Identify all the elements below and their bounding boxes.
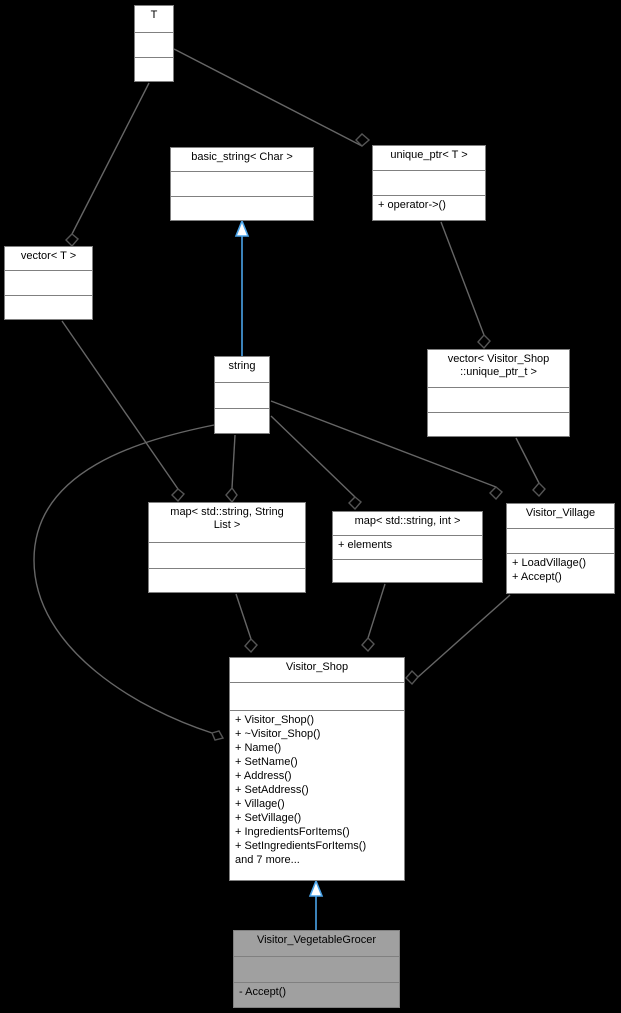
class-title: vector< T > [5,247,92,271]
uml-class-t[interactable]: T [134,5,174,82]
uml-class-visitor_vegetablegrocer[interactable]: Visitor_VegetableGrocer - Accept() [233,930,400,1008]
class-attribute: + elements [338,539,393,551]
uml-class-string[interactable]: string [214,356,270,434]
edge-string-to-visitor-shop [33,424,225,741]
class-title: T [135,6,173,33]
class-attributes [428,388,569,413]
class-attributes [149,543,305,569]
edge-t-to-vector-t [65,82,150,248]
class-title: map< std::string, String List > [149,503,305,543]
class-title: string [215,357,269,383]
class-operations: - Accept() [234,983,399,1007]
edge-unique-ptr-to-vector-visitor-shop [440,221,491,350]
class-operations [428,413,569,436]
class-operation: + IngredientsForItems() [235,826,350,838]
edge-visitor-village-to-visitor-shop [405,594,511,686]
class-operation: and 7 more... [235,854,300,866]
edge-vector-visitor-shop-to-visitor-village [515,437,546,498]
class-attributes [171,172,313,197]
class-attributes [234,957,399,983]
class-operation: + ~Visitor_Shop() [235,728,321,740]
uml-class-basic_string[interactable]: basic_string< Char > [170,147,314,221]
class-attributes [5,271,92,296]
class-title: map< std::string, int > [333,512,482,536]
class-operation: + Name() [235,742,282,754]
class-attributes [230,683,404,711]
class-operation: + SetIngredientsForItems() [235,840,367,852]
class-title: Visitor_Shop [230,658,404,683]
class-operation: + SetAddress() [235,784,309,796]
class-title: basic_string< Char > [171,148,313,172]
class-operations [149,569,305,592]
class-title: Visitor_Village [507,504,614,529]
class-operations [135,58,173,81]
edge-string-to-visitor-village [270,400,503,501]
class-title: vector< Visitor_Shop ::unique_ptr_t > [428,350,569,388]
uml-class-unique_ptr[interactable]: unique_ptr< T > + operator->() [372,145,486,221]
class-operation: + Address() [235,770,292,782]
edge-vector-t-to-map-stringlist [61,320,185,503]
uml-class-map_int[interactable]: map< std::string, int >+ elements [332,511,483,583]
uml-class-map_stringlist[interactable]: map< std::string, String List > [148,502,306,593]
class-operations [171,197,313,220]
edge-string-to-map-stringlist [225,434,238,504]
class-operation: + SetName() [235,756,298,768]
class-operation: + operator->() [378,199,446,211]
class-attributes [507,529,614,554]
class-operation: + Accept() [512,571,562,583]
class-attributes: + elements [333,536,482,560]
class-operations [5,296,92,319]
class-operation: + SetVillage() [235,812,302,824]
edge-t-to-unique-ptr [173,48,371,147]
class-attributes [215,383,269,409]
edge-string-to-map-int [270,415,362,511]
class-operation: + Visitor_Shop() [235,714,314,726]
class-operations: + Visitor_Shop() + ~Visitor_Shop() + Name(… [230,711,404,880]
uml-class-vector_t[interactable]: vector< T > [4,246,93,320]
class-operation: - Accept() [239,986,287,998]
edge-map-int-to-visitor-shop [361,583,386,653]
class-operation: + Village() [235,798,285,810]
edge-map-stringlist-to-visitor-shop [235,593,258,654]
class-operations [333,560,482,582]
class-title: unique_ptr< T > [373,146,485,171]
class-operations: + LoadVillage() + Accept() [507,554,614,593]
uml-class-visitor_village[interactable]: Visitor_Village + LoadVillage() + Accept() [506,503,615,594]
class-operation: + LoadVillage() [512,557,587,569]
edge-visitor-shop-to-visitor-vegetablegrocer [308,878,324,930]
class-attributes [373,171,485,196]
class-operations: + operator->() [373,196,485,220]
class-operations [215,409,269,433]
uml-class-vector_visitor_shop[interactable]: vector< Visitor_Shop ::unique_ptr_t > [427,349,570,437]
edge-basic-string-to-string [234,218,250,356]
class-attributes [135,33,173,58]
class-title: Visitor_VegetableGrocer [234,931,399,957]
uml-class-visitor_shop[interactable]: Visitor_Shop + Visitor_Shop() + ~Visitor_S… [229,657,405,881]
